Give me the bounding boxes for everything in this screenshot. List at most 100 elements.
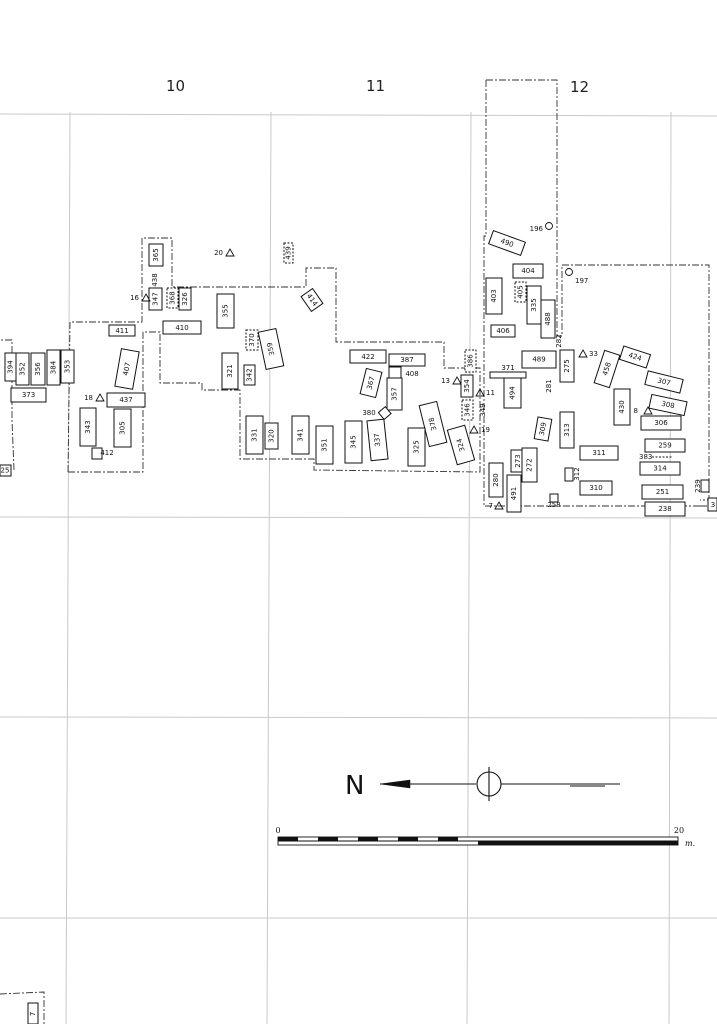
survey-point-13: 13 xyxy=(441,376,462,385)
feature-458: 458 xyxy=(593,349,621,389)
feature-25: 25 xyxy=(0,464,12,477)
svg-text:305: 305 xyxy=(119,421,127,434)
feature-351: 351 xyxy=(315,425,334,465)
feature-259: 259 xyxy=(644,438,686,453)
scale-segment xyxy=(358,837,378,841)
feature-239: 239 xyxy=(694,479,710,493)
feature-331: 331 xyxy=(245,415,264,455)
svg-text:337: 337 xyxy=(373,433,382,447)
feature-281: 281 xyxy=(545,379,553,392)
feature-320: 320 xyxy=(264,422,279,450)
svg-text:345: 345 xyxy=(350,435,358,448)
feature-437: 437 xyxy=(106,392,146,408)
feature-309: 309 xyxy=(533,416,553,442)
svg-text:312: 312 xyxy=(573,467,581,480)
feature-312: 312 xyxy=(564,467,581,482)
svg-text:314: 314 xyxy=(653,465,667,473)
svg-text:311: 311 xyxy=(592,449,605,457)
feature-489: 489 xyxy=(521,350,557,369)
triangle-marker-icon xyxy=(95,393,105,402)
svg-text:353: 353 xyxy=(64,360,72,373)
feature-238: 238 xyxy=(644,501,686,517)
feature-412: 412 xyxy=(91,447,114,460)
boundary-10-west xyxy=(67,237,481,473)
svg-text:331: 331 xyxy=(251,428,259,441)
svg-text:259: 259 xyxy=(658,442,671,450)
triangle-marker-icon xyxy=(475,388,485,397)
feature-352: 352 xyxy=(15,352,30,386)
grid-column-labels: 10 11 12 xyxy=(166,77,589,96)
scale-end-label: 20 xyxy=(674,826,684,835)
svg-text:11: 11 xyxy=(486,389,495,397)
feature-403: 403 xyxy=(485,277,503,315)
feature-410: 410 xyxy=(162,320,202,335)
survey-point-7: 7 xyxy=(489,501,504,510)
feature-405: 405 xyxy=(514,281,527,303)
feature-394: 394 xyxy=(4,352,17,382)
feature-365: 365 xyxy=(148,243,164,267)
svg-text:357: 357 xyxy=(391,387,399,400)
feature-353: 353 xyxy=(60,349,75,384)
feature-325: 325 xyxy=(407,427,426,467)
svg-text:7: 7 xyxy=(29,1012,37,1016)
boundary-12-main xyxy=(483,80,700,507)
survey-point-197: 197 xyxy=(565,268,588,285)
survey-point-8: 8 xyxy=(634,406,653,415)
feature-490: 490 xyxy=(487,229,527,257)
svg-text:367: 367 xyxy=(366,376,377,391)
feature-345: 345 xyxy=(344,420,363,464)
feature-438: 438 xyxy=(151,273,159,286)
feature-343: 343 xyxy=(79,407,97,447)
feature-404: 404 xyxy=(512,263,544,279)
feature-378: 378 xyxy=(418,400,448,448)
svg-text:407: 407 xyxy=(122,362,132,377)
svg-text:16: 16 xyxy=(130,294,139,302)
svg-text:410: 410 xyxy=(175,324,188,332)
feature-370: 370 xyxy=(245,329,259,351)
svg-text:238: 238 xyxy=(658,505,671,513)
triangle-marker-icon xyxy=(452,376,462,385)
svg-text:458: 458 xyxy=(601,361,613,376)
svg-text:412: 412 xyxy=(100,449,113,457)
feature-275: 275 xyxy=(559,349,575,383)
svg-text:384: 384 xyxy=(50,360,58,374)
svg-text:282: 282 xyxy=(555,334,563,347)
svg-text:13: 13 xyxy=(441,377,450,385)
svg-text:378: 378 xyxy=(428,417,439,432)
feature-324: 324 xyxy=(446,424,476,466)
svg-text:307: 307 xyxy=(657,377,672,388)
feature-367: 367 xyxy=(359,367,383,399)
svg-text:383: 383 xyxy=(639,453,652,461)
feature-347: 347 xyxy=(148,287,163,311)
svg-text:354: 354 xyxy=(463,379,471,393)
scale-segment xyxy=(318,837,338,841)
svg-text:371: 371 xyxy=(501,364,514,372)
scale-segment xyxy=(398,837,418,841)
feature-311: 311 xyxy=(579,445,619,461)
svg-text:196: 196 xyxy=(530,225,544,233)
svg-text:197: 197 xyxy=(575,277,588,285)
svg-text:355: 355 xyxy=(222,304,230,317)
svg-text:313: 313 xyxy=(563,423,571,436)
feature-314: 314 xyxy=(639,461,681,476)
excavation-boundary xyxy=(0,79,717,1024)
feature-280: 280 xyxy=(488,462,504,498)
svg-text:380: 380 xyxy=(362,409,375,417)
svg-text:373: 373 xyxy=(22,391,35,399)
svg-text:272: 272 xyxy=(526,458,534,471)
feature-411: 411 xyxy=(108,324,136,337)
feature-354: 354 xyxy=(460,374,474,398)
svg-text:346: 346 xyxy=(464,403,472,417)
svg-text:347: 347 xyxy=(152,292,160,305)
scale-segment xyxy=(438,837,458,841)
svg-text:33: 33 xyxy=(589,350,598,358)
svg-text:275: 275 xyxy=(563,359,571,372)
feature-439: 439 xyxy=(283,242,294,264)
svg-text:359: 359 xyxy=(266,342,277,357)
svg-text:7: 7 xyxy=(489,502,493,510)
grid xyxy=(0,111,717,1024)
feature-346: 346 xyxy=(461,399,474,421)
feature-359: 359 xyxy=(257,327,285,371)
grid-column-label-12: 12 xyxy=(570,78,589,96)
